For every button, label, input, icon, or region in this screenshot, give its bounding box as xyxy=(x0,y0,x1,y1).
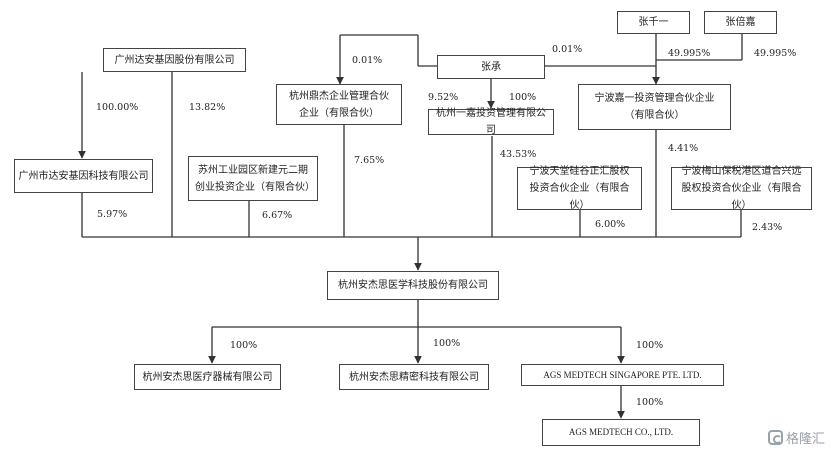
box-zhang-beijia: 张倍嘉 xyxy=(704,11,777,34)
pct-sub-devices: 100% xyxy=(230,340,258,351)
watermark: 格隆汇 xyxy=(767,428,825,447)
pct-daan-main: 13.82% xyxy=(189,102,226,113)
pct-tech-main: 5.97% xyxy=(97,209,128,220)
box-dingjie: 杭州鼎杰企业管理合伙企业（有限合伙） xyxy=(276,84,402,125)
yijia-label: 杭州一嘉投资管理有限公司 xyxy=(436,108,546,136)
pct-zc-jiayi: 0.01% xyxy=(552,44,583,55)
pct-sub-ags-co: 100% xyxy=(636,397,664,408)
dingjie-label: 杭州鼎杰企业管理合伙企业（有限合伙） xyxy=(289,90,389,119)
box-yijia: 杭州一嘉投资管理有限公司 xyxy=(428,108,554,136)
da-an-group-label: 广州达安基因股份有限公司 xyxy=(114,54,235,66)
box-sub-ags-co: AGS MEDTECH CO., LTD. xyxy=(542,419,700,446)
box-da-an-tech: 广州市达安基因科技有限公司 xyxy=(14,159,153,193)
pct-meishan-main: 2.43% xyxy=(752,222,783,233)
ningbo-tiantang-label: 宁波天堂硅谷正汇股权投资合伙企业（有限合伙） xyxy=(529,166,630,211)
ags-main-label: 杭州安杰思医学科技股份有限公司 xyxy=(338,280,488,291)
box-sub-precision: 杭州安杰思精密科技有限公司 xyxy=(339,364,489,390)
zhang-qianyi-label: 张千一 xyxy=(638,17,669,28)
box-ningbo-jiayi: 宁波嘉一投资管理合伙企业（有限合伙） xyxy=(578,84,731,130)
sub-ags-co-label: AGS MEDTECH CO., LTD. xyxy=(568,427,674,437)
box-da-an-group: 广州达安基因股份有限公司 xyxy=(103,48,246,72)
gelonghui-logo-icon xyxy=(767,430,783,445)
box-ningbo-meishan: 宁波梅山保税港区道合兴远股权投资合伙企业（有限合伙） xyxy=(671,166,812,211)
ningbo-jiayi-label: 宁波嘉一投资管理合伙企业（有限合伙） xyxy=(594,93,715,121)
zhang-cheng-label: 张承 xyxy=(481,61,501,73)
pct-jiayi-main: 4.41% xyxy=(668,143,699,154)
zhang-beijia-label: 张倍嘉 xyxy=(725,17,756,28)
da-an-tech-label: 广州市达安基因科技有限公司 xyxy=(18,170,149,182)
pct-sub-sg: 100% xyxy=(636,340,664,351)
sub-sg-label: AGS MEDTECH SINGAPORE PTE. LTD. xyxy=(543,369,702,380)
box-sub-devices: 杭州安杰思医疗器械有限公司 xyxy=(134,364,281,390)
box-sub-sg: AGS MEDTECH SINGAPORE PTE. LTD. xyxy=(521,364,724,386)
ningbo-meishan-label: 宁波梅山保税港区道合兴远股权投资合伙企业（有限合伙） xyxy=(681,166,802,211)
box-ags-main: 杭州安杰思医学科技股份有限公司 xyxy=(327,271,499,300)
pct-zc-yijia: 100% xyxy=(509,92,537,103)
pct-yijia-main: 43.53% xyxy=(500,149,537,160)
pct-dingjie-main: 7.65% xyxy=(354,155,385,166)
pct-tiantang-main: 6.00% xyxy=(595,219,626,230)
pct-sub-precision: 100% xyxy=(433,338,461,349)
box-ningbo-tiantang: 宁波天堂硅谷正汇股权投资合伙企业（有限合伙） xyxy=(517,166,642,211)
box-suzhou: 苏州工业园区新建元二期创业投资企业（有限合伙） xyxy=(188,156,318,201)
pct-zb-jiayi: 49.995% xyxy=(754,48,797,59)
pct-daan-tech: 100.00% xyxy=(96,102,139,113)
pct-zc-dingjie-self: 9.52% xyxy=(428,92,459,103)
pct-zc-dingjie: 0.01% xyxy=(352,55,383,66)
sub-devices-label: 杭州安杰思医疗器械有限公司 xyxy=(142,371,273,383)
watermark-text: 格隆汇 xyxy=(785,432,825,447)
pct-suzhou-main: 6.67% xyxy=(262,210,293,221)
box-zhang-cheng: 张承 xyxy=(437,55,545,79)
suzhou-label: 苏州工业园区新建元二期创业投资企业（有限合伙） xyxy=(195,164,315,193)
sub-precision-label: 杭州安杰思精密科技有限公司 xyxy=(349,371,479,383)
box-zhang-qianyi: 张千一 xyxy=(617,11,690,34)
pct-zq-jiayi: 49.995% xyxy=(668,48,711,59)
